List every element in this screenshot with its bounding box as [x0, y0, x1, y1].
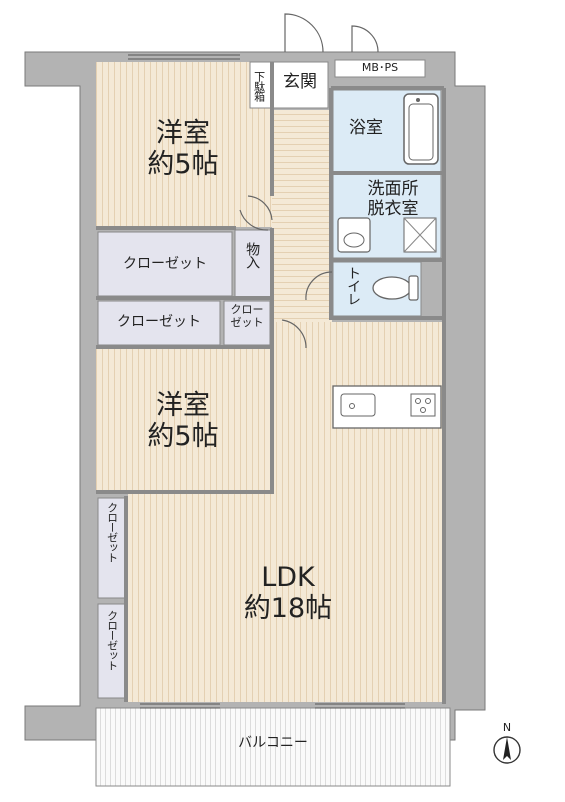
- mbps-label: MB･PS: [361, 61, 399, 74]
- shoe-box-label: 下駄箱: [252, 71, 266, 101]
- western-room-mid-name: 洋室: [156, 390, 210, 421]
- western-room-top-size: 約5帖: [147, 149, 219, 181]
- compass-label: N: [502, 721, 512, 734]
- closet-small-area: [223, 300, 271, 346]
- balcony-label: バルコニー: [238, 735, 308, 751]
- entrance-floor: [271, 61, 329, 109]
- toilet-label: トイレ: [345, 266, 362, 305]
- corridor-floor: [272, 110, 332, 322]
- closet-b-label: クローゼット: [117, 314, 201, 330]
- western-room-top-floor: [96, 62, 272, 227]
- compass-icon: [493, 736, 521, 764]
- bathroom-label: 浴室: [349, 118, 383, 138]
- balcony-area: [95, 707, 451, 787]
- western-room-top-label: 洋室 約5帖: [118, 118, 248, 180]
- closet-a-area: [97, 231, 233, 297]
- closet-a-label: クローゼット: [123, 256, 207, 272]
- closet-left-1-area: [97, 497, 127, 599]
- washroom-label: 洗面所 脱衣室: [367, 179, 419, 219]
- mbps-box: [334, 59, 426, 78]
- western-room-mid-floor: [96, 349, 272, 490]
- closet-left-2-label: クローゼット: [105, 610, 119, 670]
- storage-label: 物入: [244, 242, 261, 268]
- closet-small-label: クロー ゼット: [230, 303, 264, 329]
- washbasin: [337, 217, 371, 253]
- western-room-mid-label: 洋室 約5帖: [118, 390, 248, 452]
- western-room-top-name: 洋室: [156, 118, 210, 149]
- entrance-label: 玄関: [283, 72, 317, 92]
- closet-left-1-label: クローゼット: [105, 502, 119, 562]
- bathtub: [403, 93, 439, 165]
- ldk-size: 約18帖: [243, 593, 333, 625]
- toilet-bowl: [372, 276, 412, 300]
- ldk-name: LDK: [261, 562, 315, 593]
- western-room-mid-size: 約5帖: [147, 421, 219, 453]
- ldk-label: LDK 約18帖: [218, 562, 358, 624]
